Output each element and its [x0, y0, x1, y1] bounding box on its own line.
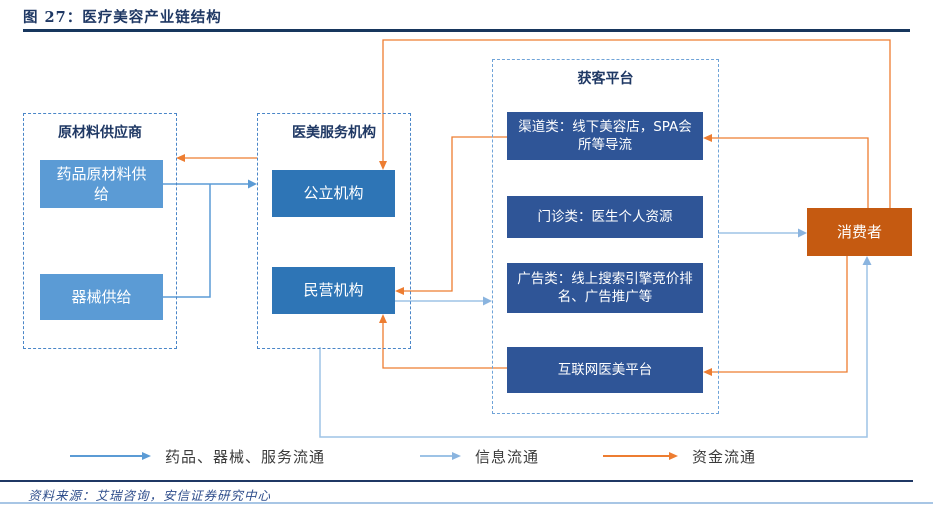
clinic-label: 门诊类：医生个人资源: [537, 208, 673, 225]
private-institution-label: 民营机构: [303, 281, 364, 300]
money-arrow-channel-to-private: [395, 136, 507, 295]
legend-info-label: 信息流通: [475, 447, 540, 466]
channel-node: 渠道类：线下美容店，SPA会所等导流: [507, 112, 703, 160]
consumer-label: 消费者: [836, 222, 882, 241]
internet-platform-node: 互联网医美平台: [507, 347, 703, 393]
internet-platform-label: 互联网医美平台: [557, 361, 653, 378]
ad-label: 广告类：线上搜索引擎竞价排名、广告推广等: [517, 270, 693, 305]
source-text: 资料来源：艾瑞咨询，安信证券研究中心: [28, 488, 272, 503]
info-flow-arrowhead-icon: [452, 452, 461, 460]
service-group-label: 医美服务机构: [292, 125, 376, 141]
info-flow-arrow-icon: [420, 455, 452, 457]
supplier-group-label: 原材料供应商: [58, 125, 142, 141]
supplier-group: 原材料供应商: [23, 113, 177, 349]
legend-goods-label: 药品、器械、服务流通: [165, 447, 326, 466]
title-rule: [23, 29, 910, 32]
legend-info-item: 信息流通: [420, 446, 539, 466]
money-arrow-service-to-suppliers: [176, 154, 257, 162]
device-supply-label: 器械供给: [71, 287, 132, 306]
figure-title: 图 27：医疗美容产业链结构: [23, 9, 222, 26]
legend-goods-item: 药品、器械、服务流通: [70, 446, 325, 466]
info-arrow-platform-to-consumer: [718, 228, 807, 238]
ad-node: 广告类：线上搜索引擎竞价排名、广告推广等: [507, 263, 703, 313]
drug-supply-label: 药品原材料供给: [56, 164, 147, 203]
money-arrow-consumer-to-channel: [703, 134, 869, 208]
private-institution-node: 民营机构: [272, 267, 395, 314]
legend-money-item: 资金流通: [603, 446, 756, 466]
consumer-node: 消费者: [807, 208, 912, 256]
service-group: 医美服务机构: [257, 113, 411, 349]
money-arrow-consumer-to-internet: [703, 256, 848, 376]
platform-group-label: 获客平台: [577, 71, 634, 87]
goods-arrow-suppliers-to-service: [163, 179, 257, 189]
public-institution-label: 公立机构: [303, 184, 364, 203]
goods-flow-arrow-icon: [70, 455, 142, 457]
device-supply-node: 器械供给: [40, 274, 163, 320]
channel-label: 渠道类：线下美容店，SPA会所等导流: [518, 118, 692, 153]
drug-supply-node: 药品原材料供给: [40, 160, 163, 208]
money-flow-arrowhead-icon: [669, 452, 678, 460]
source-divider: [0, 480, 913, 482]
legend-money-label: 资金流通: [692, 447, 757, 466]
money-flow-arrow-icon: [603, 455, 669, 457]
public-institution-node: 公立机构: [272, 170, 395, 217]
platform-group: 获客平台: [492, 59, 719, 414]
bottom-rule: [0, 502, 933, 504]
clinic-node: 门诊类：医生个人资源: [507, 196, 703, 238]
goods-flow-arrowhead-icon: [142, 452, 151, 460]
